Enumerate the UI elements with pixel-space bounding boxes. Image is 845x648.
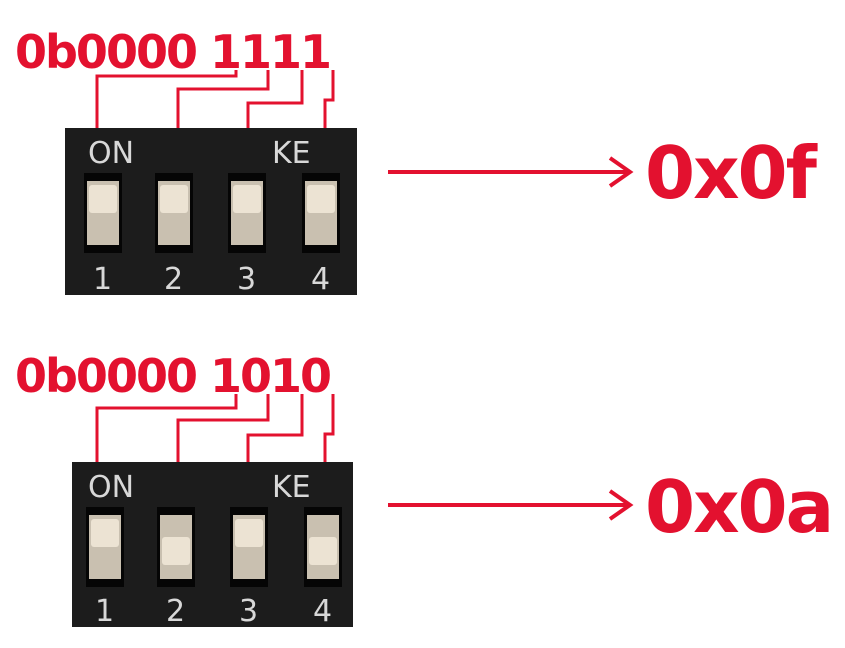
- switch-lever-on: [89, 185, 117, 213]
- switch-number-3: 3: [239, 594, 258, 629]
- switch-number-2: 2: [164, 262, 183, 297]
- switch-number-1: 1: [95, 594, 114, 629]
- binary-label: 0b0000 1010: [15, 349, 330, 403]
- binary-label: 0b0000 1111: [15, 25, 330, 79]
- switch-lever-off: [162, 537, 190, 565]
- brand-label: KE: [272, 136, 311, 171]
- switch-lever-on: [235, 519, 263, 547]
- switch-number-3: 3: [237, 262, 256, 297]
- switch-number-4: 4: [311, 262, 330, 297]
- switch-lever-on: [91, 519, 119, 547]
- switch-number-1: 1: [93, 262, 112, 297]
- connector-line-2: [176, 70, 270, 130]
- connector-line-2: [176, 394, 270, 464]
- connector-line-3: [246, 394, 304, 464]
- connector-line-4: [323, 70, 335, 130]
- switch-lever-off: [309, 537, 337, 565]
- arrow-head-icon: [608, 489, 634, 521]
- switch-lever-on: [307, 185, 335, 213]
- brand-label: KE: [272, 470, 311, 505]
- connector-line-1: [95, 394, 238, 464]
- on-label: ON: [88, 470, 134, 505]
- connector-line-4: [323, 394, 335, 464]
- switch-number-2: 2: [166, 594, 185, 629]
- switch-number-4: 4: [313, 594, 332, 629]
- hex-label: 0x0a: [645, 465, 832, 549]
- arrow-head-icon: [608, 156, 634, 188]
- connector-line-1: [95, 70, 238, 130]
- switch-lever-on: [160, 185, 188, 213]
- on-label: ON: [88, 136, 134, 171]
- switch-lever-on: [233, 185, 261, 213]
- hex-label: 0x0f: [645, 131, 818, 215]
- connector-line-3: [246, 70, 304, 130]
